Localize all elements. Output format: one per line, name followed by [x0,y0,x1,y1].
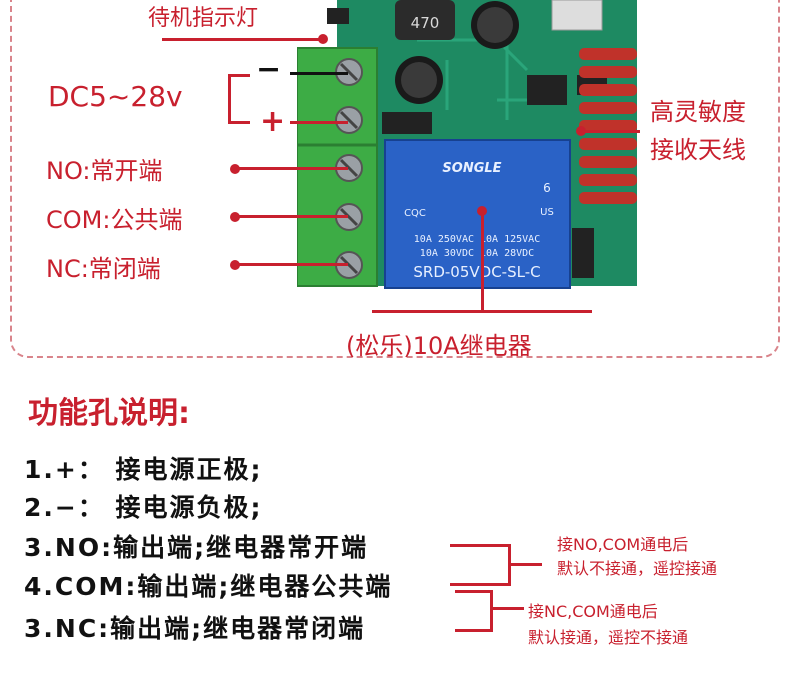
no-line [238,167,348,170]
com-label: COM:公共端 [46,206,183,234]
dc-bracket-side [228,74,231,124]
relay-label: (松乐)10A继电器 [346,332,532,360]
relay-rating-2: 10A 30VDC 10A 28VDC [420,248,534,259]
no-label: NO:常开端 [46,157,163,185]
dc-bracket-top [228,74,250,77]
relay-model: SRD-05VDC-SL-C [413,263,540,281]
item-1: 1.+： 接电源正极; [24,455,263,484]
minus-sign: − [256,52,282,87]
nc-line [238,263,348,266]
dc-label: DC5~28v [48,80,183,113]
antenna-dot [576,126,586,136]
nc-label: NC:常闭端 [46,255,161,283]
relay-us: US [540,207,554,218]
note-2-line-1: 接NC,COM通电后 [528,602,658,621]
com-line [238,215,348,218]
relay-line-vert [481,210,484,312]
item-5: 3.NC:输出端;继电器常闭端 [24,614,366,643]
antenna-line [580,130,640,133]
note-1-line-1: 接NO,COM通电后 [557,535,689,554]
bracket-b-top [455,590,493,593]
bracket-a-bottom [450,583,510,586]
section-title: 功能孔说明: [28,396,190,431]
item-2: 2.−： 接电源负极; [24,493,263,522]
note-2-line-2: 默认接通，遥控不接通 [528,628,689,647]
antenna-label-1: 高灵敏度 [650,98,746,126]
bracket-b-tip [492,607,524,610]
bracket-a-tip [510,563,542,566]
pcb-board: 470 SONGLE CQC 6 US 10A 250VAC 10A 125VA… [297,0,637,290]
relay-brand: SONGLE [442,161,501,176]
relay-dot [477,206,487,216]
bracket-b-side [490,590,493,632]
bracket-b-bottom [455,629,493,632]
inductor-label: 470 [411,14,440,32]
indicator-label: 待机指示灯 [148,6,259,31]
item-4: 4.COM:输出端;继电器公共端 [24,572,393,601]
note-1-line-2: 默认不接通，遥控接通 [557,559,718,578]
plus-sign: + [260,104,286,139]
bracket-a-side [508,544,511,586]
dc-bracket-bottom [228,121,250,124]
relay-rating-1: 10A 250VAC 10A 125VAC [414,234,540,245]
minus-line [290,72,348,75]
bracket-a-top [450,544,510,547]
relay-line-horiz [372,310,592,313]
product-frame [10,0,780,358]
plus-line [290,121,348,124]
relay-cqc: CQC [404,208,426,219]
nc-dot [230,260,240,270]
item-3: 3.NO:输出端;继电器常开端 [24,533,369,562]
relay-number: 6 [543,181,551,195]
indicator-dot [318,34,328,44]
com-dot [230,212,240,222]
no-dot [230,164,240,174]
antenna-label-2: 接收天线 [650,136,746,164]
indicator-line [162,38,322,41]
